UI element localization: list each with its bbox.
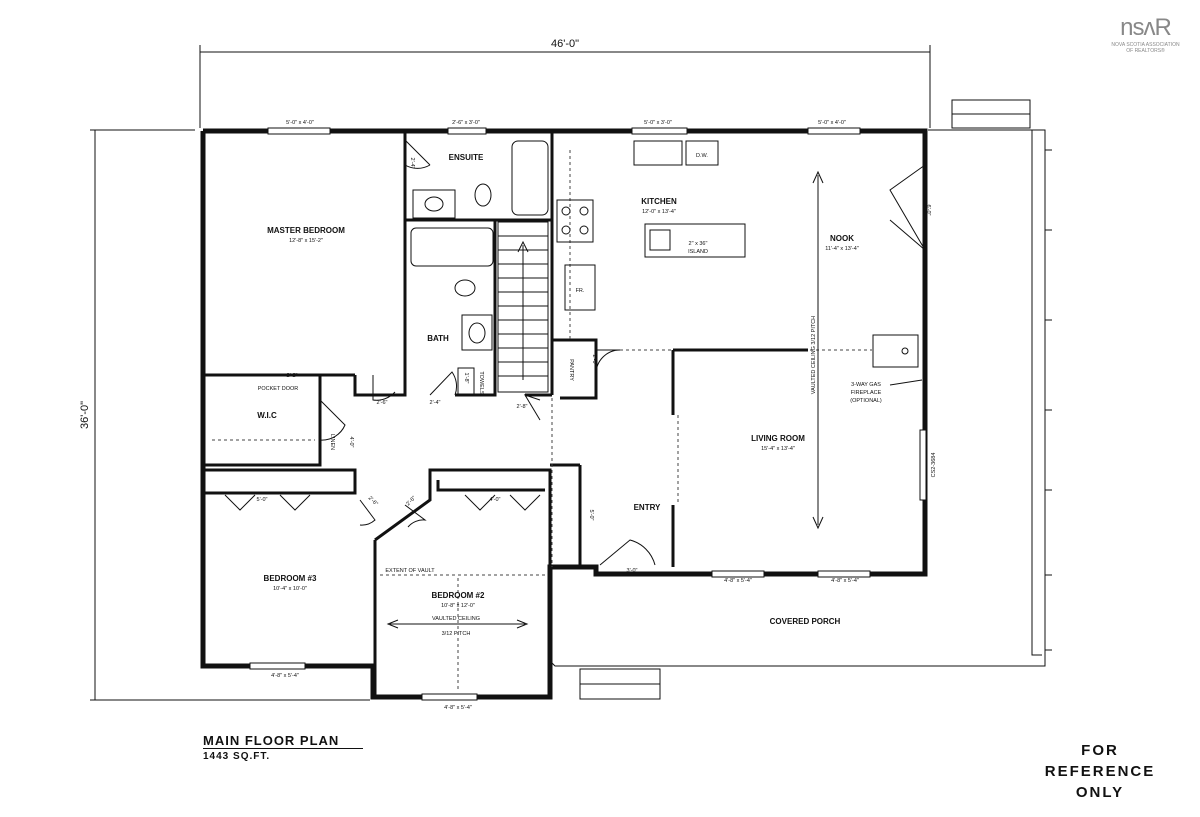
door-label-bed2-closet: 4'-0" bbox=[490, 497, 501, 503]
plan-title-underline bbox=[203, 748, 363, 749]
window-label-bed3: 4'-8" x 5'-4" bbox=[271, 673, 299, 679]
window-label-living1: 4'-8" x 5'-4" bbox=[724, 578, 752, 584]
door-labels: 2'-4" 2'-2" 2'-6" 2'-4" 1'-8" 2'-8" 2'-0… bbox=[257, 158, 931, 574]
vault-arrows bbox=[386, 170, 824, 629]
dishwasher-label: D.W. bbox=[696, 153, 708, 159]
island-name: ISLAND bbox=[688, 249, 708, 255]
entry-name: ENTRY bbox=[634, 503, 661, 512]
annotations: VAULTED CEILING 3/12 PITCH VAULTED CEILI… bbox=[258, 316, 937, 637]
ensuite-sink-icon bbox=[424, 196, 444, 212]
door-label-nook: 6'-0" bbox=[925, 205, 931, 216]
kitchen-island-icon bbox=[644, 223, 746, 258]
vaulted-ceiling-bed2-pitch: 3/12 PITCH bbox=[442, 631, 471, 637]
towels-label: TOWELS bbox=[478, 371, 484, 394]
bath-vanity-icon bbox=[461, 314, 493, 351]
kitchen-size: 12'-0" x 13'-4" bbox=[642, 209, 676, 215]
pocket-door-label: POCKET DOOR bbox=[258, 386, 299, 392]
room-labels: MASTER BEDROOM 12'-8" x 15'-2" ENSUITE K… bbox=[257, 153, 859, 626]
fireplace-label-3: (OPTIONAL) bbox=[850, 398, 882, 404]
door-label-pantry: 2'-0" bbox=[591, 355, 597, 366]
bedroom2-size: 10'-8" x 12'-0" bbox=[441, 603, 475, 609]
towels-closet bbox=[457, 367, 475, 395]
fixtures bbox=[410, 140, 923, 395]
fireplace-icon bbox=[872, 334, 919, 368]
fireplace-label-2: FIREPLACE bbox=[851, 390, 882, 396]
fridge-label: FR. bbox=[576, 288, 585, 294]
window-label-top1: 5'-0" x 4'-0" bbox=[286, 120, 314, 126]
dishwasher-icon bbox=[685, 140, 719, 166]
fireplace-label-1: 3-WAY GAS bbox=[851, 382, 881, 388]
door-label-ensuite: 2'-4" bbox=[409, 158, 415, 169]
window-label-top3: 5'-0" x 3'-0" bbox=[644, 120, 672, 126]
bath-tub-icon bbox=[410, 227, 494, 267]
door-label-entry: 3'-0" bbox=[627, 568, 638, 574]
plan-area: 1443 SQ.FT. bbox=[203, 751, 271, 762]
kitchen-name: KITCHEN bbox=[641, 197, 677, 206]
interior-walls bbox=[203, 131, 808, 697]
door-label-towels: 1'-8" bbox=[463, 373, 469, 384]
bath-name: BATH bbox=[427, 334, 449, 343]
exterior-walls bbox=[200, 128, 928, 700]
door-label-bed3-door: 2'-6" bbox=[367, 495, 379, 507]
bedroom3-size: 10'-4" x 10'-0" bbox=[273, 586, 307, 592]
logo-mark: nsʌR bbox=[1120, 14, 1172, 41]
realtors-logo: nsʌR NOVA SCOTIA ASSOCIATION OF REALTORS… bbox=[1098, 14, 1193, 54]
door-swings bbox=[224, 139, 926, 566]
ensuite-tub-icon bbox=[511, 140, 549, 216]
bath-sink-icon bbox=[468, 322, 486, 344]
nook-name: NOOK bbox=[830, 234, 854, 243]
nook-size: 11'-4" x 13'-4" bbox=[825, 246, 858, 252]
living-room-size: 15'-4" x 13'-4" bbox=[761, 446, 795, 452]
ensuite-toilet-icon bbox=[474, 183, 492, 207]
kitchen-sink-icon bbox=[633, 140, 683, 166]
pantry-label: PANTRY bbox=[568, 359, 574, 381]
bedroom3-name: BEDROOM #3 bbox=[264, 574, 317, 583]
wic-name: W.I.C bbox=[257, 411, 277, 420]
bath-toilet-icon bbox=[454, 279, 476, 297]
plan-title: MAIN FLOOR PLAN bbox=[203, 733, 340, 748]
window-label-top2: 2'-6" x 3'-0" bbox=[452, 120, 480, 126]
window-labels: 5'-0" x 4'-0" 2'-6" x 3'-0" 5'-0" x 3'-0… bbox=[271, 120, 859, 711]
staircase bbox=[497, 221, 549, 393]
overall-width-label: 46'-0" bbox=[551, 38, 579, 50]
window-label-top4: 5'-0" x 4'-0" bbox=[818, 120, 846, 126]
covered-porch-name: COVERED PORCH bbox=[770, 617, 841, 626]
master-bedroom-name: MASTER BEDROOM bbox=[267, 226, 345, 235]
island-size: 2" x 36" bbox=[689, 241, 708, 247]
master-bedroom-size: 12'-8" x 15'-2" bbox=[289, 238, 323, 244]
overall-depth-label: 36'-0" bbox=[79, 401, 91, 429]
range-icon bbox=[556, 199, 594, 243]
vaulted-ceiling-living-label: VAULTED CEILING 3/12 PITCH bbox=[811, 316, 817, 394]
reference-note-line-1: FOR bbox=[1081, 742, 1119, 759]
covered-porch-outline bbox=[551, 99, 1052, 700]
reference-note: FOR REFERENCE ONLY bbox=[1020, 740, 1180, 803]
bedroom2-name: BEDROOM #2 bbox=[432, 591, 485, 600]
door-label-bed2-door: 2'-6" bbox=[405, 495, 417, 507]
fridge-icon bbox=[564, 264, 596, 311]
logo-subtitle-2: OF REALTORS® bbox=[1126, 48, 1165, 54]
window-label-bed2: 4'-8" x 5'-4" bbox=[444, 705, 472, 711]
door-label-linen: 4'-0" bbox=[348, 437, 354, 448]
door-label-pocket: 2'-2" bbox=[287, 373, 298, 379]
vaulted-ceiling-bed2-label: VAULTED CEILING bbox=[432, 616, 480, 622]
windows bbox=[249, 127, 927, 701]
reference-note-line-2: REFERENCE bbox=[1044, 763, 1156, 780]
extent-of-vault-label: EXTENT OF VAULT bbox=[385, 568, 435, 574]
window-label-living2: 4'-8" x 5'-4" bbox=[831, 578, 859, 584]
linen-label: LINEN bbox=[329, 434, 335, 450]
door-label-bed3-closet: 5'-0" bbox=[257, 497, 268, 503]
ensuite-vanity-icon bbox=[412, 189, 456, 219]
ensuite-name: ENSUITE bbox=[449, 153, 484, 162]
dimension-lines: 46'-0" 36'-0" bbox=[79, 38, 931, 701]
logo-subtitle-1: NOVA SCOTIA ASSOCIATION bbox=[1111, 42, 1180, 48]
living-room-name: LIVING ROOM bbox=[751, 434, 805, 443]
glass-block-label: CS2-3684 bbox=[931, 453, 937, 478]
door-label-coat: 5'-0" bbox=[588, 510, 594, 521]
island-sink-icon bbox=[649, 229, 671, 251]
reference-note-line-3: ONLY bbox=[1075, 784, 1125, 801]
door-label-hall1: 2'-6" bbox=[377, 400, 388, 406]
door-label-hall2: 2'-4" bbox=[430, 400, 441, 406]
door-label-stair: 2'-8" bbox=[517, 404, 528, 410]
